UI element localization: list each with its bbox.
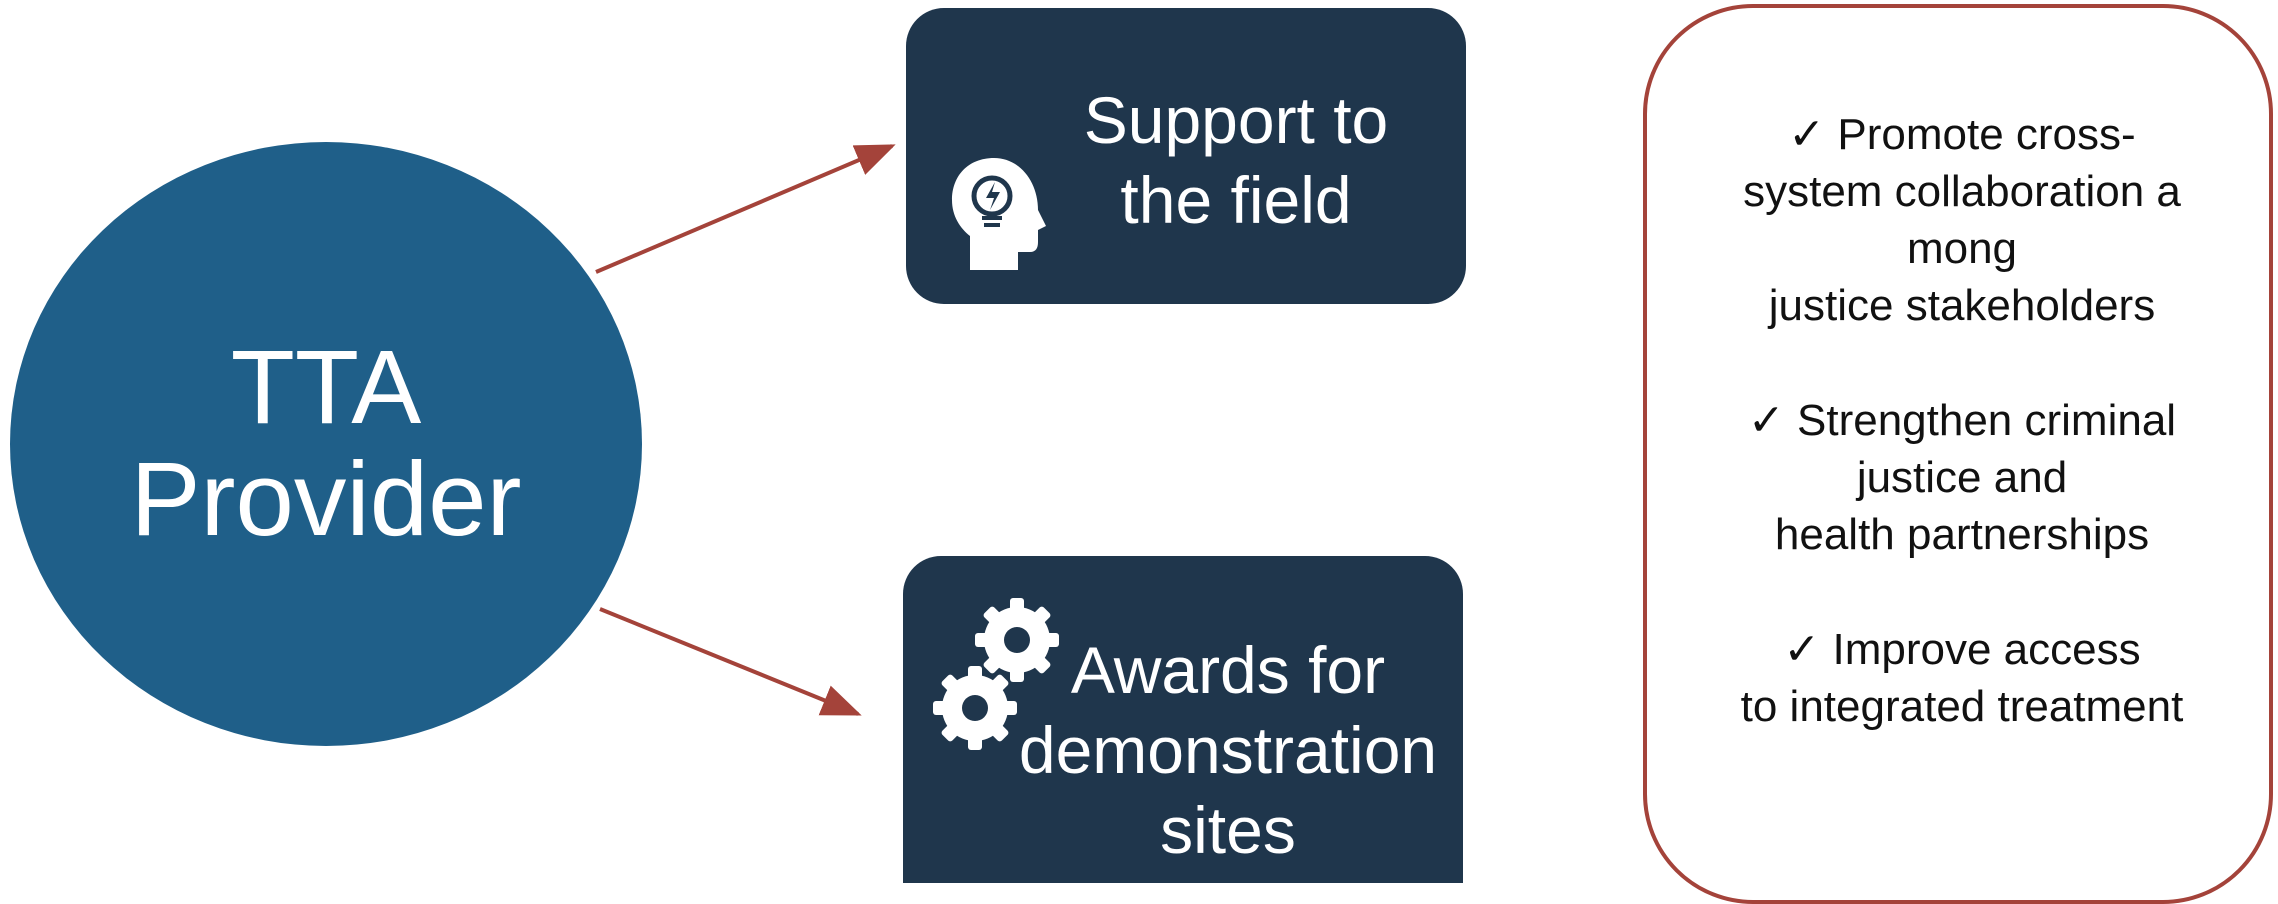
goal-1-line-3: mong xyxy=(1906,224,2018,273)
support-line-2: the field xyxy=(1120,163,1352,237)
head-lightbulb-icon xyxy=(952,158,1046,270)
support-line-1: Support to xyxy=(1083,83,1389,157)
gears-icon xyxy=(933,598,1059,750)
support-label: Support to the field xyxy=(1026,80,1446,240)
awards-line-2: demonstration xyxy=(1018,713,1438,787)
support-box: Support to the field xyxy=(906,8,1466,304)
goal-1-line-2: system collaboration a xyxy=(1743,167,2181,216)
goals-panel: ✓ Promote cross- system collaboration a … xyxy=(1643,4,2273,904)
goal-1-line-4: justice stakeholders xyxy=(1768,281,2156,330)
connector-arrows xyxy=(595,144,896,716)
tta-provider-circle: TTA Provider xyxy=(10,142,642,746)
arrow-to-awards xyxy=(599,607,862,716)
provider-line-1: TTA xyxy=(230,329,422,446)
goal-1-line-1: ✓ Promote cross- xyxy=(1788,110,2136,159)
provider-line-2: Provider xyxy=(130,441,522,558)
goal-2-line-1: ✓ Strengthen criminal xyxy=(1747,396,2177,445)
goal-2-line-3: health partnerships xyxy=(1774,510,2150,559)
goal-3-line-1: ✓ Improve access xyxy=(1783,625,2141,674)
awards-label: Awards for demonstration sites xyxy=(1013,630,1443,870)
goal-item: ✓ Improve access to integrated treatment xyxy=(1647,621,2277,735)
awards-box: Awards for demonstration sites xyxy=(903,556,1463,883)
awards-line-3: sites xyxy=(1160,793,1296,867)
arrow-to-support xyxy=(595,144,896,274)
goal-item: ✓ Promote cross- system collaboration a … xyxy=(1647,106,2277,334)
goal-2-line-2: justice and xyxy=(1856,453,2068,502)
goal-item: ✓ Strengthen criminal justice and health… xyxy=(1647,392,2277,563)
goal-3-line-2: to integrated treatment xyxy=(1740,682,2184,731)
awards-line-1: Awards for xyxy=(1070,633,1386,707)
